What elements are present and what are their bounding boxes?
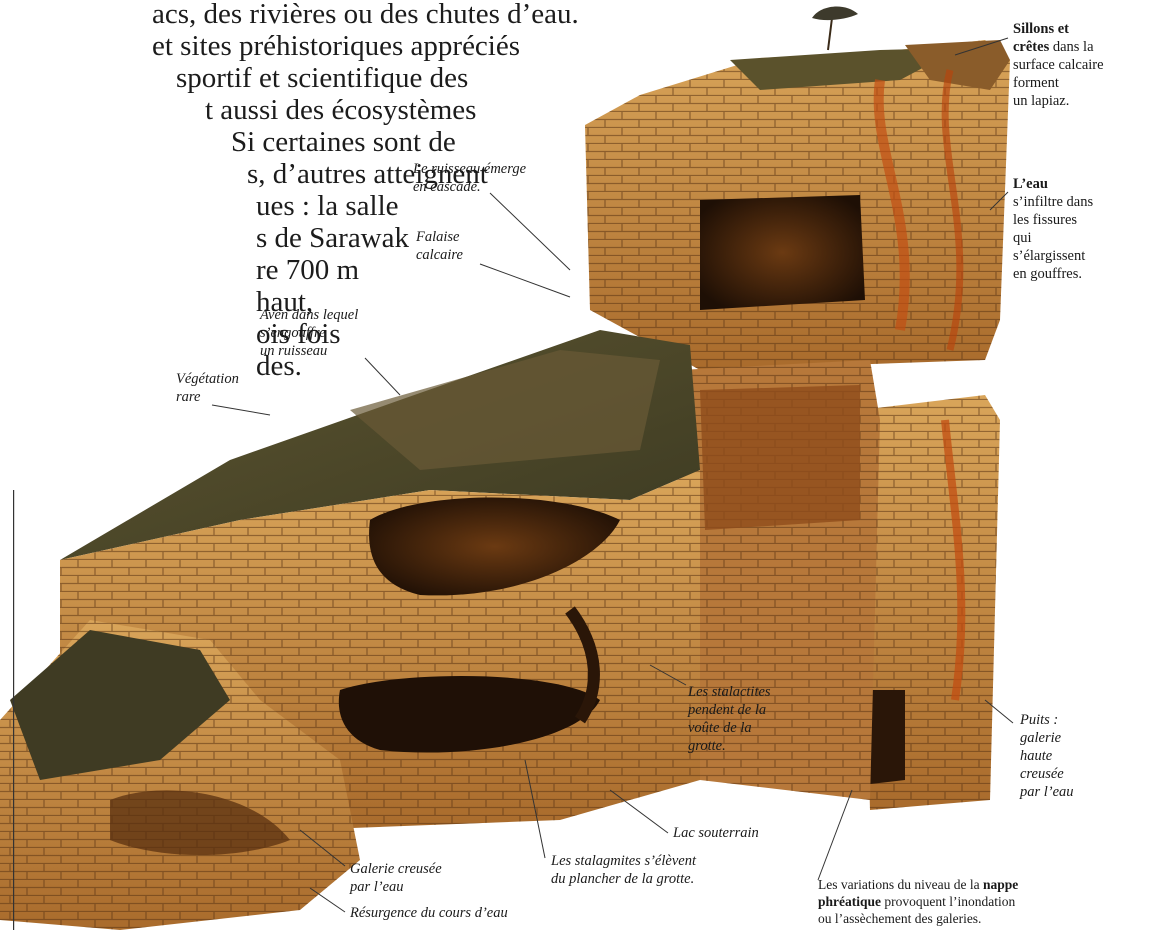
label-text: qui bbox=[1013, 229, 1153, 247]
label-text: Aven dans lequel bbox=[260, 306, 410, 324]
intro-line: s de Sarawak bbox=[256, 222, 409, 254]
label-text: un lapiaz. bbox=[1013, 92, 1155, 110]
intro-line: et sites préhistoriques appréciés bbox=[152, 30, 520, 62]
tower-cave bbox=[700, 195, 865, 310]
label-text: haute bbox=[1020, 747, 1130, 765]
label-text: les fissures bbox=[1013, 211, 1153, 229]
label-text: s’infiltre dans bbox=[1013, 193, 1153, 211]
label-nappe-phreatique: Les variations du niveau de la nappe phr… bbox=[818, 876, 1148, 927]
label-text: Résurgence du cours d’eau bbox=[350, 904, 570, 922]
intro-line: re 700 m bbox=[256, 254, 359, 286]
label-text: en cascade. bbox=[413, 178, 563, 196]
intro-line: Si certaines sont de bbox=[231, 126, 456, 158]
label-text: rare bbox=[176, 388, 266, 406]
label-aven: Aven dans lequel s’engouffre un ruisseau bbox=[260, 306, 410, 360]
label-text: Lac souterrain bbox=[673, 824, 813, 842]
label-text: Les variations du niveau de la bbox=[818, 877, 983, 892]
label-text: Puits : bbox=[1020, 711, 1130, 729]
label-text: grotte. bbox=[688, 737, 828, 755]
label-text: Le ruisseau émerge bbox=[413, 160, 563, 178]
label-text: crêtes bbox=[1013, 39, 1049, 55]
intro-line: sportif et scientifique des bbox=[176, 62, 468, 94]
label-text: Falaise bbox=[416, 228, 496, 246]
label-text: s’élargissent bbox=[1013, 247, 1153, 265]
label-text: par l’eau bbox=[1020, 783, 1130, 801]
label-text: en gouffres. bbox=[1013, 265, 1153, 283]
label-text: surface calcaire bbox=[1013, 56, 1155, 74]
label-galerie: Galerie creusée par l’eau bbox=[350, 860, 500, 896]
label-text: par l’eau bbox=[350, 878, 500, 896]
intro-line: acs, des rivières ou des chutes d’eau. bbox=[152, 0, 579, 30]
intro-line: ues : la salle bbox=[256, 190, 399, 222]
label-text: ou l’assèchement des galeries. bbox=[818, 910, 1148, 927]
limestone-tower bbox=[585, 40, 1010, 370]
label-text: dans la bbox=[1049, 39, 1093, 55]
label-lac-souterrain: Lac souterrain bbox=[673, 824, 813, 842]
label-text: voûte de la bbox=[688, 719, 828, 737]
label-text: Végétation bbox=[176, 370, 266, 388]
label-text: pendent de la bbox=[688, 701, 828, 719]
label-text: Sillons et bbox=[1013, 21, 1069, 37]
tree-on-summit bbox=[812, 6, 858, 50]
margin-rule bbox=[13, 490, 14, 930]
label-text: Les stalagmites s’élèvent bbox=[551, 852, 751, 870]
label-stalactites: Les stalactites pendent de la voûte de l… bbox=[688, 683, 828, 755]
label-puits: Puits : galerie haute creusée par l’eau bbox=[1020, 711, 1130, 801]
label-text: phréatique bbox=[818, 894, 881, 909]
label-text: nappe bbox=[983, 877, 1018, 892]
label-stalagmites: Les stalagmites s’élèvent du plancher de… bbox=[551, 852, 751, 888]
label-text: galerie bbox=[1020, 729, 1130, 747]
label-vegetation: Végétation rare bbox=[176, 370, 266, 406]
label-cascade: Le ruisseau émerge en cascade. bbox=[413, 160, 563, 196]
label-text: du plancher de la grotte. bbox=[551, 870, 751, 888]
label-text: L’eau bbox=[1013, 176, 1048, 192]
label-text: Galerie creusée bbox=[350, 860, 500, 878]
label-text: un ruisseau bbox=[260, 342, 410, 360]
label-text: Les stalactites bbox=[688, 683, 828, 701]
label-falaise: Falaise calcaire bbox=[416, 228, 496, 264]
label-resurgence: Résurgence du cours d’eau bbox=[350, 904, 570, 922]
label-text: provoquent l’inondation bbox=[881, 894, 1015, 909]
puits-pillar bbox=[860, 395, 1000, 810]
label-lapiaz: Sillons et crêtes dans la surface calcai… bbox=[1013, 20, 1155, 110]
label-text: calcaire bbox=[416, 246, 496, 264]
label-text: forment bbox=[1013, 74, 1155, 92]
intro-line: t aussi des écosystèmes bbox=[205, 94, 476, 126]
label-infiltration: L’eau s’infiltre dans les fissures qui s… bbox=[1013, 175, 1153, 283]
label-text: s’engouffre bbox=[260, 324, 410, 342]
label-text: creusée bbox=[1020, 765, 1130, 783]
